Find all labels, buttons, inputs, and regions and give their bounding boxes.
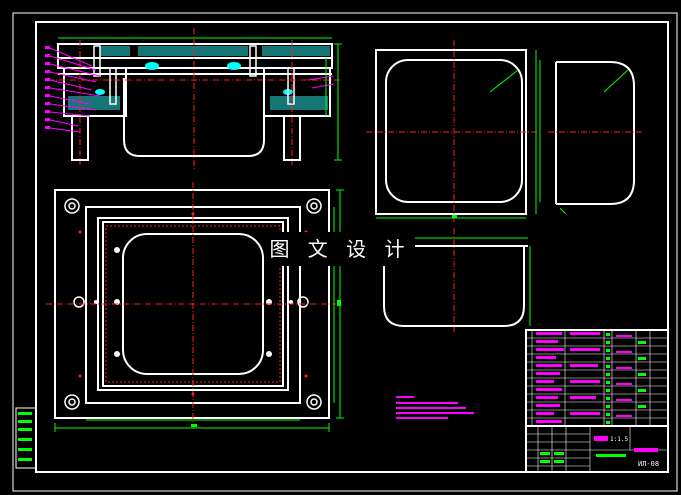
part-side-view xyxy=(548,61,644,215)
part-top-view xyxy=(366,40,541,222)
watermark-label: 图 文 设 计 xyxy=(265,232,415,266)
front-section-view xyxy=(45,28,342,170)
left-edge-strip xyxy=(15,407,37,469)
title-block xyxy=(525,425,669,473)
parts-list-table xyxy=(525,329,669,427)
title-block-sheet-number: ИЛ-08 xyxy=(638,460,660,468)
title-block-scale: 1:1.5 xyxy=(610,436,629,443)
technical-notes xyxy=(396,396,474,419)
plan-view xyxy=(46,182,344,432)
sheet-border xyxy=(12,12,678,492)
